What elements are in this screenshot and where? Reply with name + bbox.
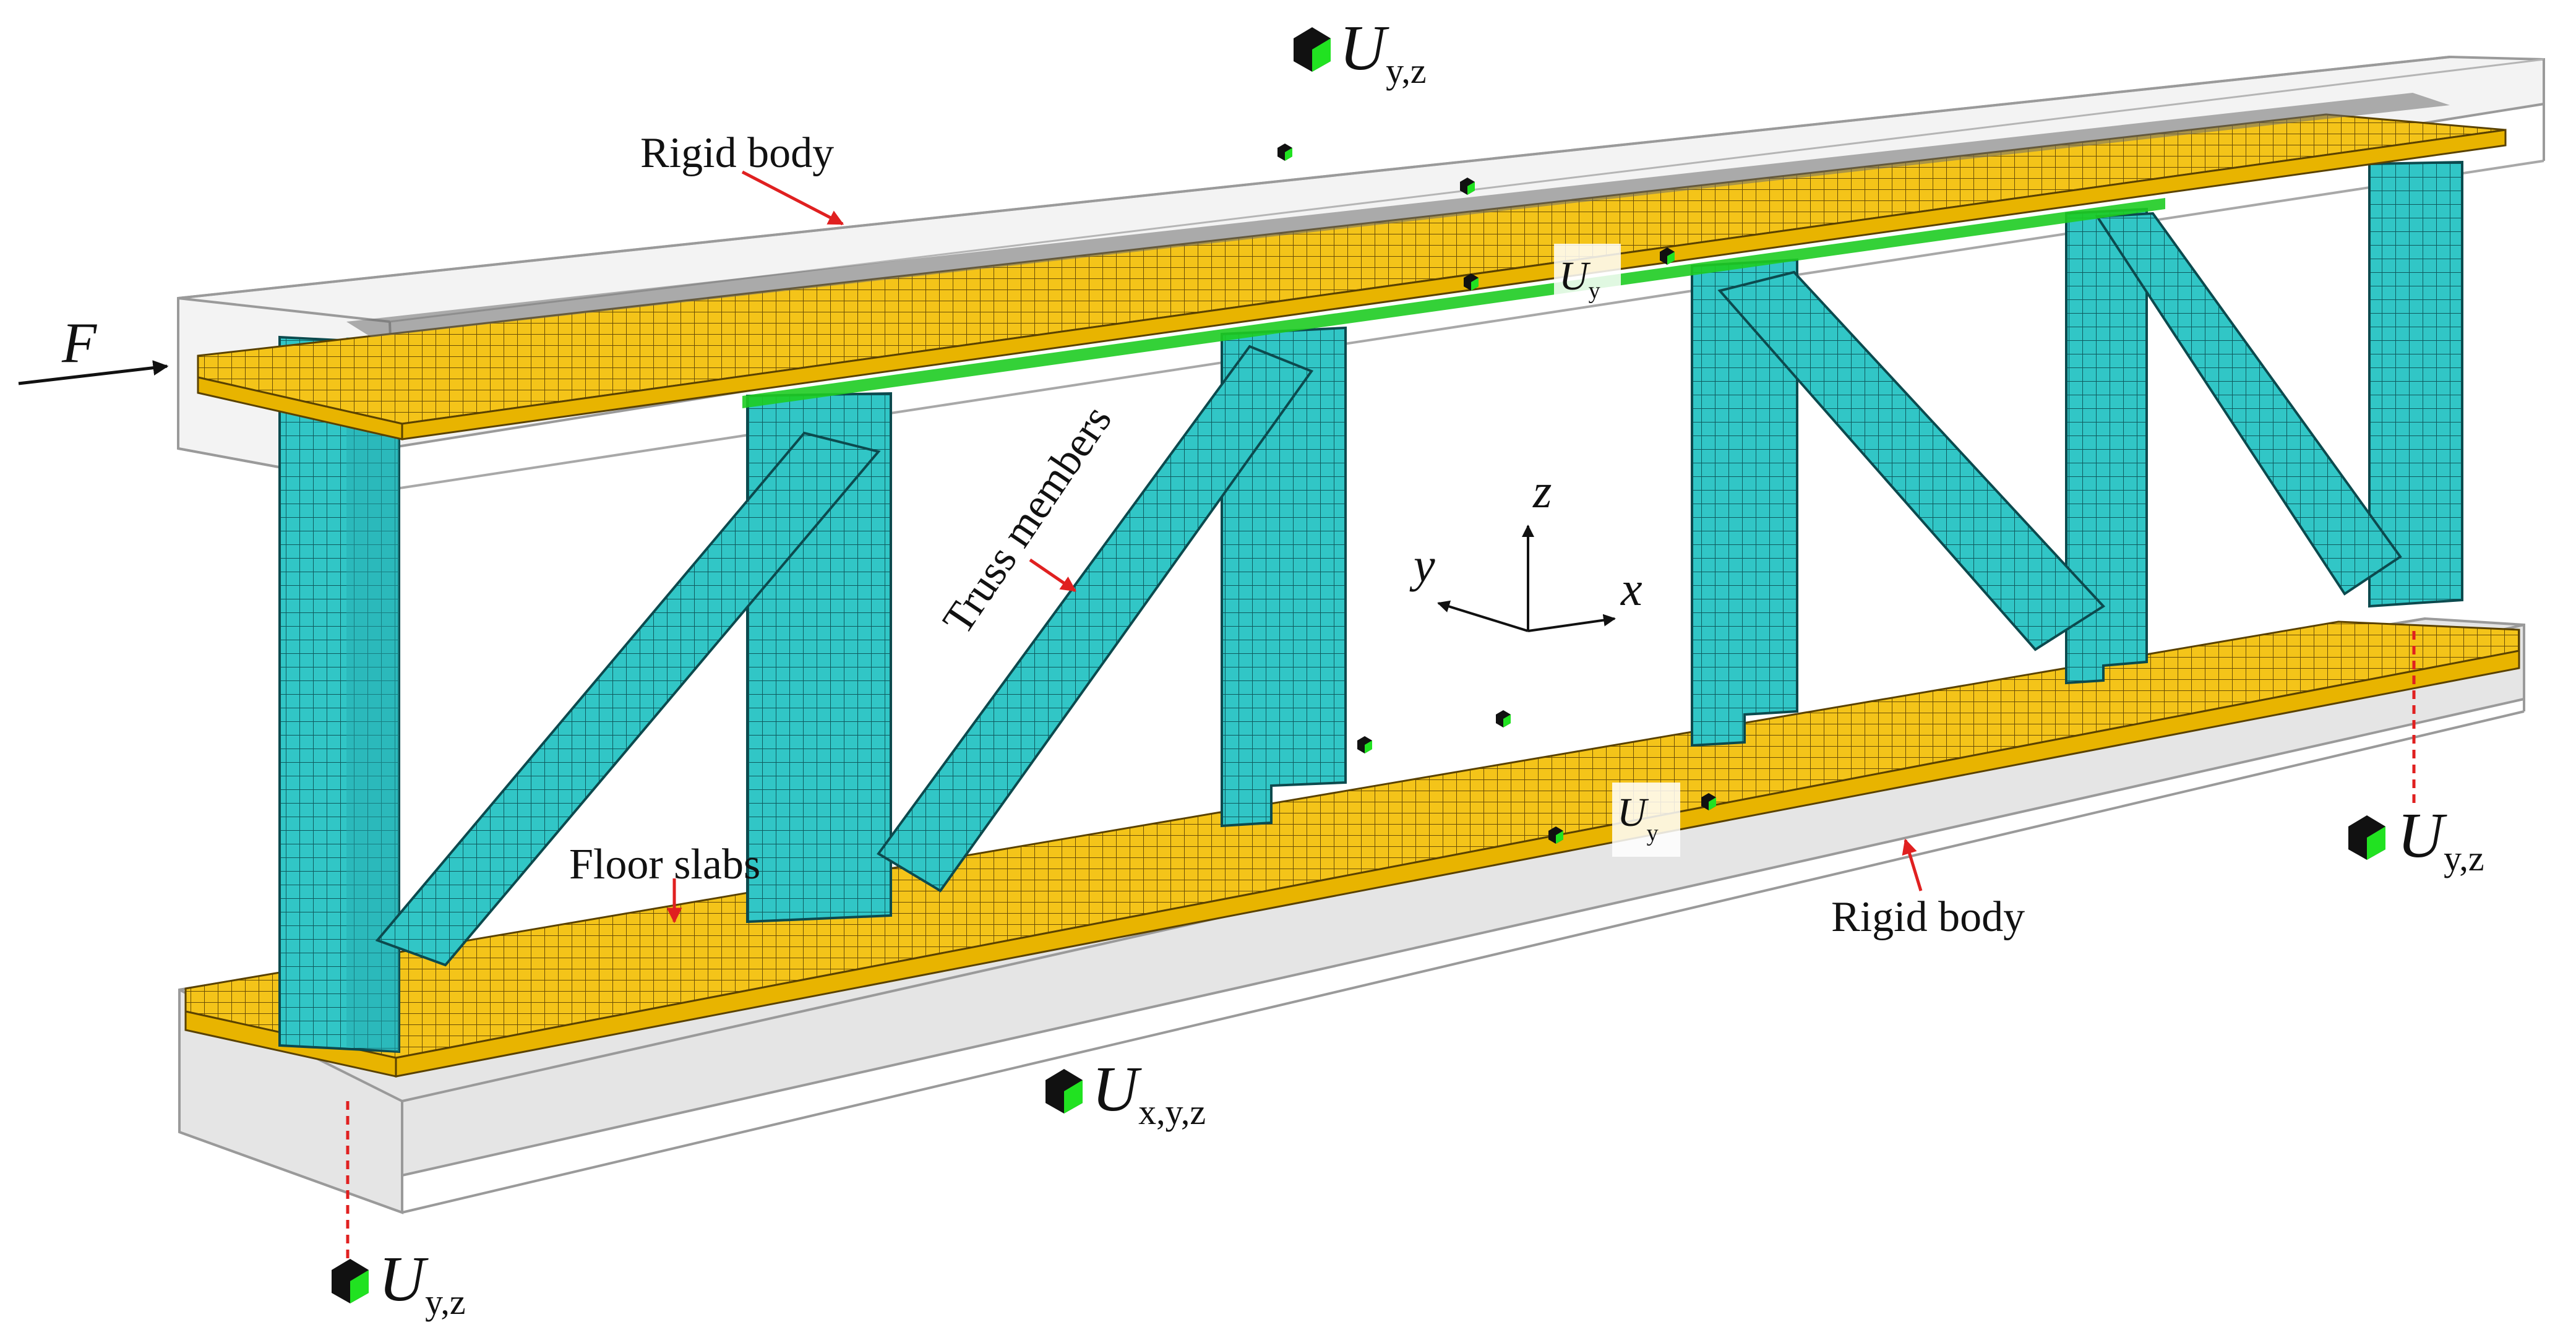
- bc-label-left-end: Uy,z: [379, 1243, 466, 1322]
- rigid-body-bottom-arrow: [1902, 838, 1923, 891]
- reference-point-icon: [1496, 710, 1511, 727]
- bc-label-right-end: Uy,z: [2397, 800, 2484, 878]
- force-label: F: [61, 311, 97, 374]
- reference-point-icon: [1277, 144, 1292, 161]
- reference-point-icon: [1294, 27, 1331, 72]
- truss-members: [278, 160, 2463, 1053]
- reference-point-icon: [332, 1259, 369, 1303]
- bottom-floor-slab: [184, 620, 2520, 1078]
- reference-point-icon: [1548, 826, 1563, 844]
- reference-point-icon: [1357, 736, 1372, 753]
- bc-label-bottom-mid: Uy: [1617, 790, 1659, 846]
- reference-point-icon: [1464, 273, 1479, 291]
- truss-members-arrow: [1029, 558, 1077, 593]
- reference-point-icon: [1460, 178, 1475, 195]
- force-arrow: [18, 360, 169, 385]
- top-floor-slab: [197, 93, 2507, 440]
- reference-point-icon: [2348, 815, 2385, 860]
- axis-x-label: x: [1620, 562, 1642, 616]
- rigid-body-bottom-label: Rigid body: [1831, 893, 2025, 941]
- bc-label-top-mid: Uy: [1559, 254, 1600, 304]
- rigid-body-top-label: Rigid body: [640, 129, 834, 177]
- coordinate-axes: [1437, 525, 1616, 632]
- axis-z-label: z: [1532, 464, 1552, 518]
- bc-label-top-right: Uy,z: [1339, 12, 1427, 91]
- reference-point-icons: [332, 27, 2385, 1303]
- rigid-body-top-arrow: [741, 170, 844, 226]
- reference-point-icon: [1660, 247, 1675, 265]
- bc-label-bottom-center: Ux,y,z: [1092, 1053, 1206, 1132]
- reference-point-icon: [1045, 1069, 1083, 1113]
- floor-slabs-label: Floor slabs: [569, 841, 760, 888]
- axis-y-label: y: [1409, 538, 1435, 592]
- reference-point-icon: [1701, 793, 1716, 810]
